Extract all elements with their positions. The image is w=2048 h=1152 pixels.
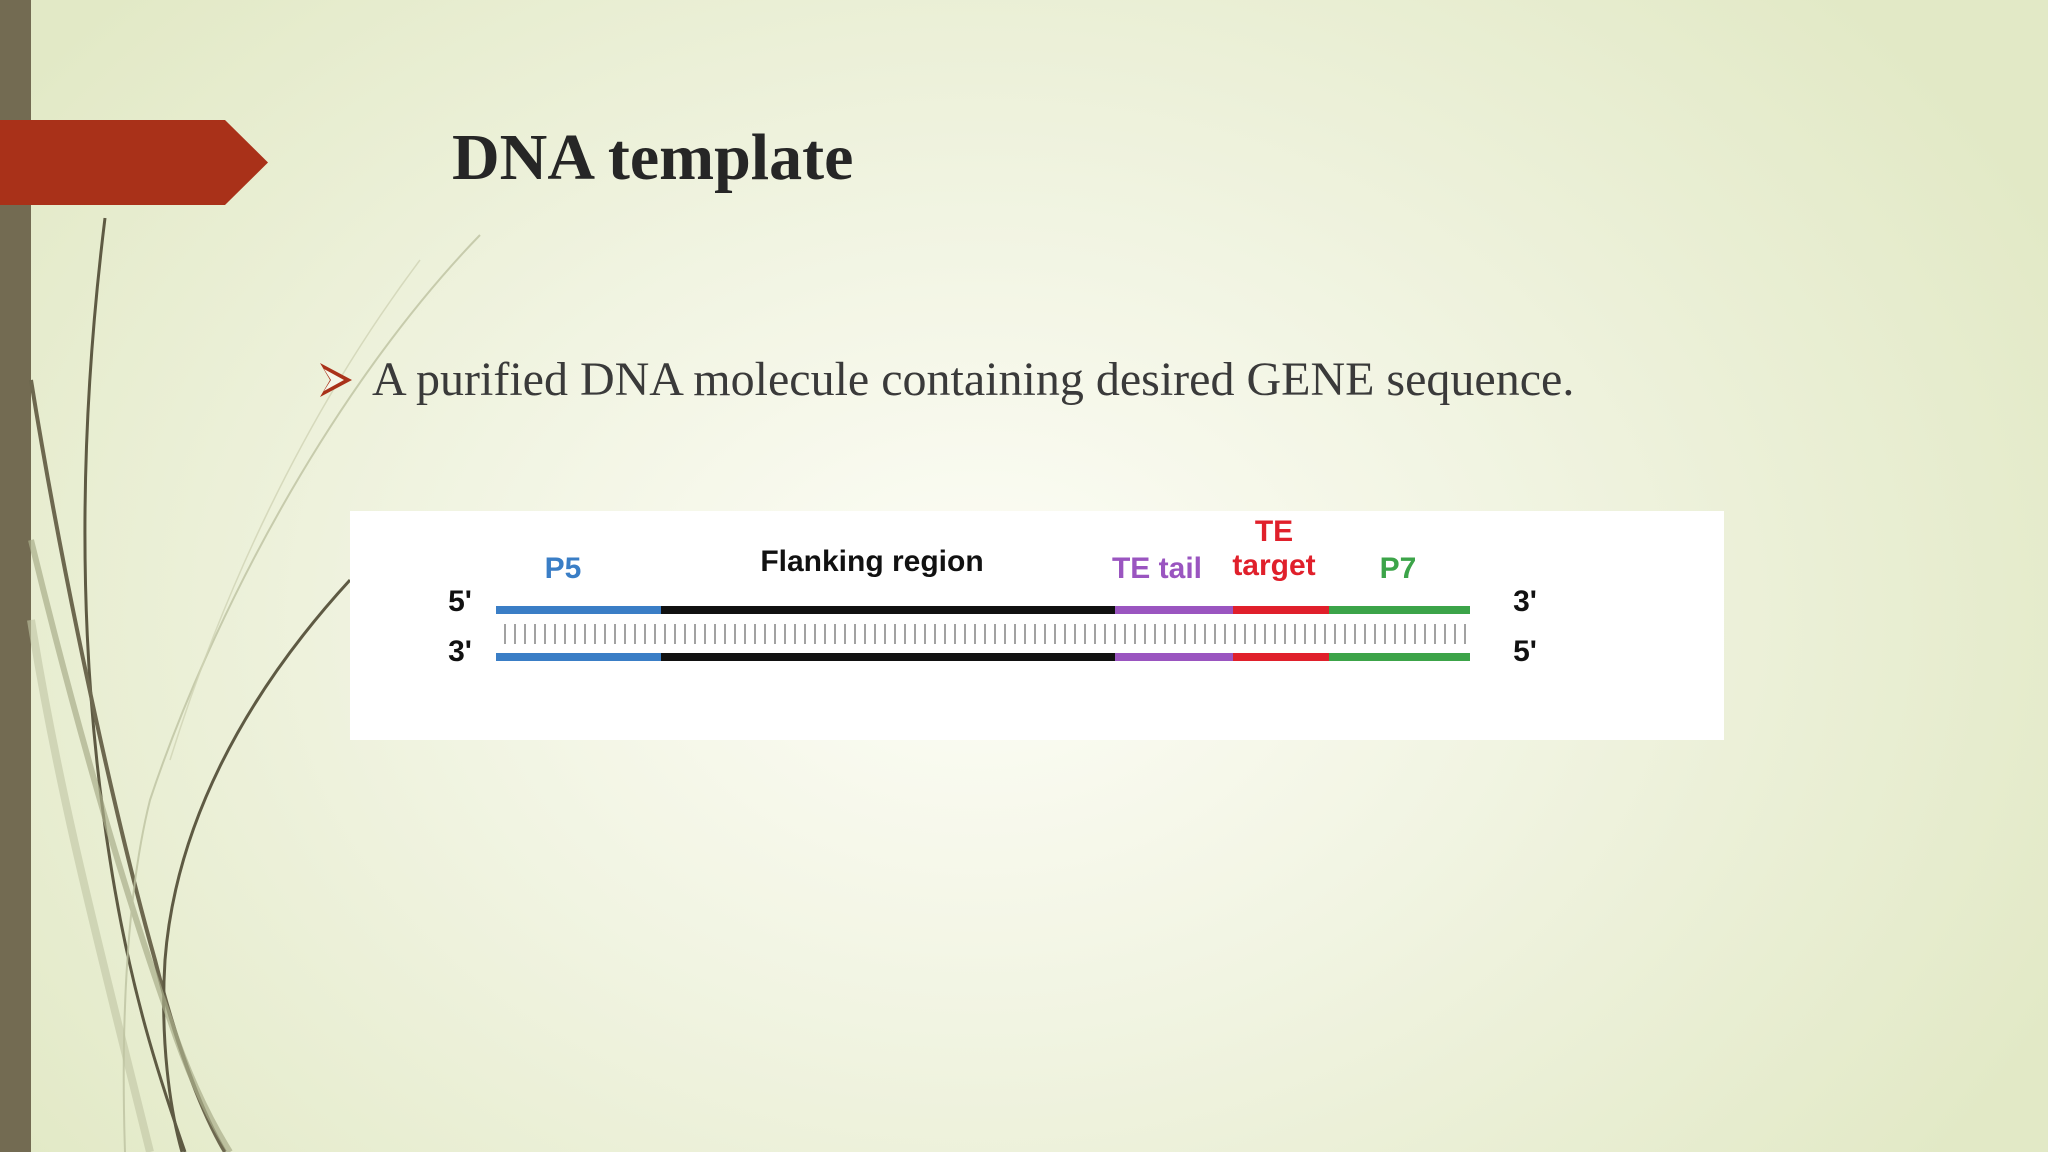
bottom-strand <box>496 653 1470 661</box>
bullet-text: A purified DNA molecule containing desir… <box>372 352 1574 407</box>
label-p5: P5 <box>545 552 582 585</box>
bottom-segment-p7 <box>1329 653 1470 661</box>
top-segment-flanking <box>661 606 1115 614</box>
base-pair-ticks <box>505 624 1465 644</box>
slide-title: DNA template <box>452 118 853 198</box>
label-target: target <box>1232 549 1315 582</box>
bottom-strand-left-end: 3' <box>448 635 472 668</box>
top-strand-left-end: 5' <box>448 585 472 618</box>
top-segment-te-tail <box>1115 606 1233 614</box>
top-segment-p5 <box>496 606 661 614</box>
top-strand-right-end: 3' <box>1513 585 1537 618</box>
bottom-segment-te-target <box>1233 653 1329 661</box>
top-strand <box>496 606 1470 614</box>
top-segment-p7 <box>1329 606 1470 614</box>
top-segment-te-target <box>1233 606 1329 614</box>
bottom-segment-p5 <box>496 653 661 661</box>
label-te: TE <box>1255 515 1293 548</box>
label-p7: P7 <box>1380 552 1417 585</box>
dna-template-diagram: P5 Flanking region TE tail TE target P7 … <box>350 511 1724 740</box>
label-flanking-region: Flanking region <box>760 545 983 578</box>
label-te-tail: TE tail <box>1112 552 1202 585</box>
bottom-strand-right-end: 5' <box>1513 635 1537 668</box>
arrowhead-bullet-icon <box>318 360 354 400</box>
bullet-item: A purified DNA molecule containing desir… <box>318 352 1574 407</box>
bottom-segment-flanking <box>661 653 1115 661</box>
title-arrow-shape <box>0 120 268 205</box>
bottom-segment-te-tail <box>1115 653 1233 661</box>
